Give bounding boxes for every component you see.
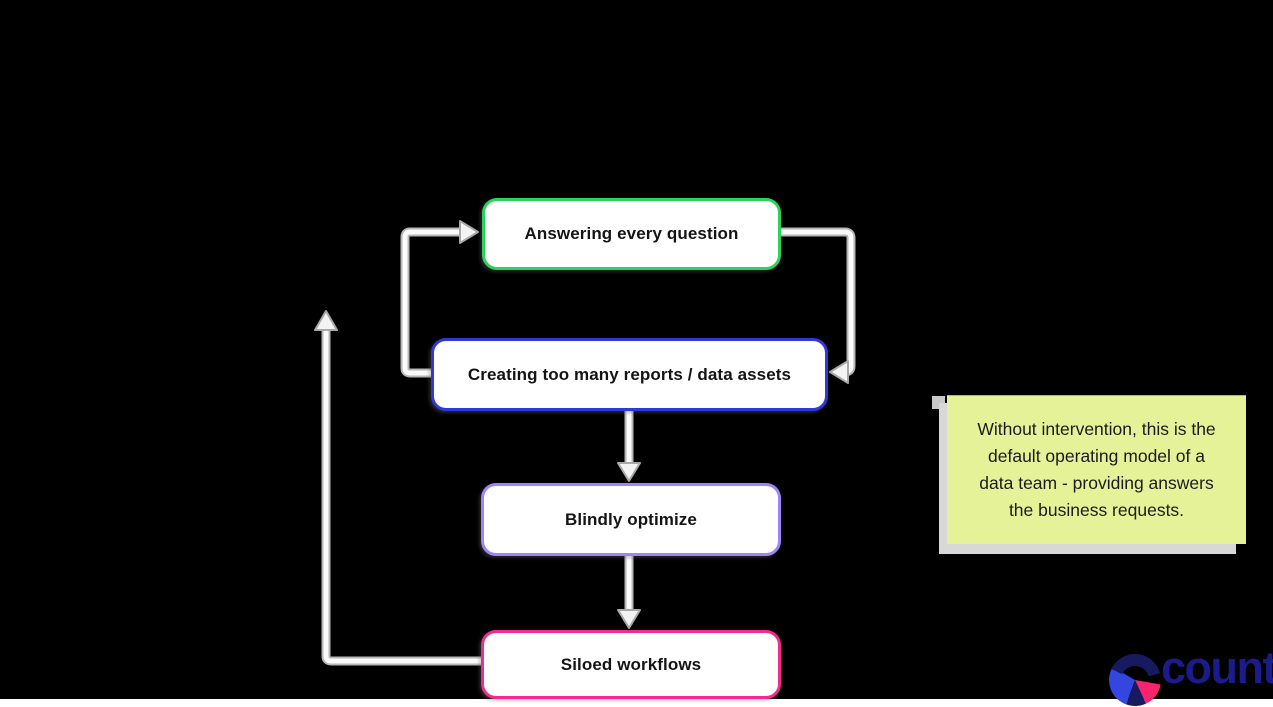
sticky-note-line: default operating model of a — [988, 446, 1205, 466]
edge-answering-to-creating — [778, 227, 856, 384]
edge-siloed-loop-back — [314, 310, 481, 666]
sticky-note-line: the business requests. — [1008, 500, 1185, 520]
arrowhead-up-icon — [314, 310, 338, 331]
sticky-note[interactable]: Without intervention, this is the defaul… — [947, 395, 1246, 544]
node-label: Blindly optimize — [565, 509, 697, 529]
arrowhead-down-icon — [617, 609, 641, 629]
node-label: Creating too many reports / data assets — [467, 364, 792, 384]
sticky-note-line: Without intervention, this is the — [977, 419, 1216, 439]
node-answering-every-question[interactable]: Answering every question — [482, 198, 781, 270]
arrowhead-right-icon — [459, 220, 479, 244]
arrowhead-left-icon — [829, 360, 849, 384]
sticky-note-line: data team - providing answers — [979, 473, 1214, 493]
edge-creating-to-answering — [400, 220, 479, 378]
node-label: Answering every question — [524, 224, 739, 243]
count-logo-text: count — [1161, 642, 1273, 693]
node-label: Siloed workflows — [560, 654, 702, 674]
edge-creating-to-blindly — [617, 408, 641, 482]
node-siloed-workflows[interactable]: Siloed workflows — [481, 630, 781, 699]
arrowhead-down-icon — [617, 462, 641, 482]
edge-blindly-to-siloed — [617, 553, 641, 629]
node-creating-too-many-reports[interactable]: Creating too many reports / data assets — [431, 338, 828, 411]
node-blindly-optimize[interactable]: Blindly optimize — [481, 483, 781, 556]
